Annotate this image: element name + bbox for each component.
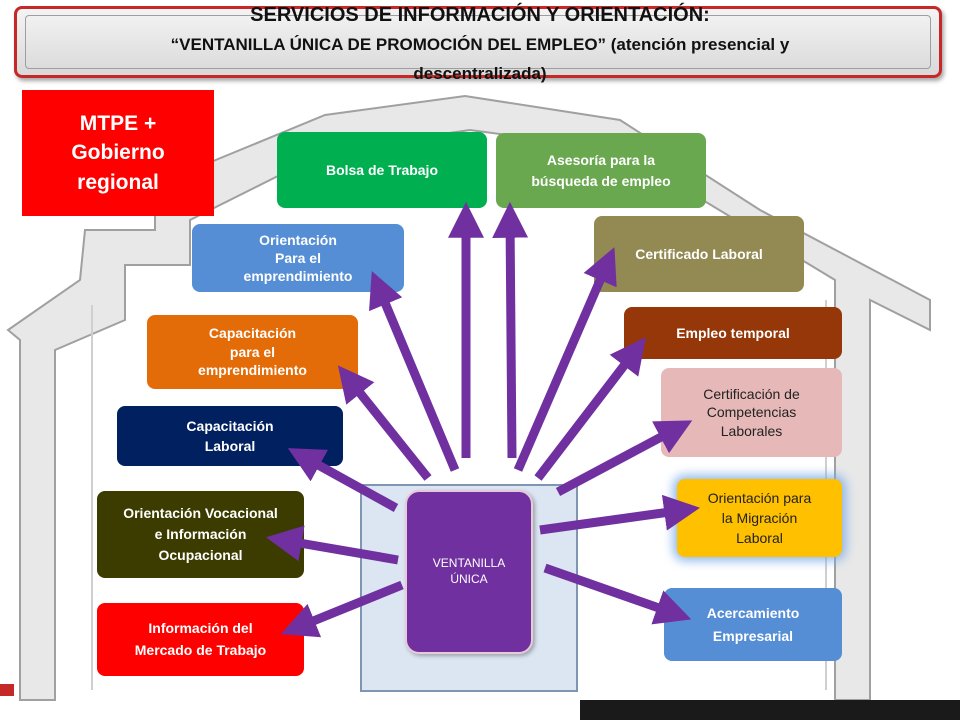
certificado-laboral-box: Certificado Laboral — [594, 216, 804, 292]
bolsa-line-1: Bolsa de Trabajo — [325, 161, 439, 178]
migracion-line-1: Orientación para — [707, 489, 812, 506]
page-subtitle-line-2: descentralizada) — [413, 64, 547, 83]
informacion-line-2: Mercado de Trabajo — [134, 641, 267, 658]
title-banner-inner-border — [25, 15, 931, 69]
orientacion-voc-line-1: Orientación Vocacional — [123, 505, 278, 521]
capacitacion-lab-line-2: Laboral — [204, 438, 256, 454]
certificacion-line-3: Laborales — [720, 422, 783, 439]
acercamiento-empresarial-box: Acercamiento Empresarial — [664, 588, 842, 661]
migracion-line-3: Laboral — [736, 530, 783, 547]
certificacion-competencias-box: Certificación de Competencias Laborales — [661, 368, 842, 457]
informacion-mercado-box: Información del Mercado de Trabajo — [97, 603, 304, 676]
bottom-left-accent — [0, 684, 14, 696]
asesoria-line-2: búsqueda de empleo — [531, 172, 671, 189]
page-title: SERVICIOS DE INFORMACIÓN Y ORIENTACIÓN: — [250, 4, 710, 26]
mtpe-line-2: Gobierno — [71, 141, 165, 165]
capacitacion-emp-line-2: para el — [229, 343, 276, 360]
page-subtitle-line-1: “VENTANILLA ÚNICA DE PROMOCIÓN DEL EMPLE… — [170, 35, 790, 54]
ventanilla-line-2: ÚNICA — [450, 572, 488, 586]
informacion-line-1: Información del — [148, 619, 253, 636]
orientacion-emp-line-3: emprendimiento — [243, 268, 353, 285]
certificado-line-1: Certificado Laboral — [635, 245, 763, 262]
ventanilla-unica-box: VENTANILLA ÚNICA — [405, 490, 533, 654]
capacitacion-laboral-box: Capacitación Laboral — [117, 406, 343, 466]
migracion-line-2: la Migración — [721, 509, 798, 526]
bolsa-de-trabajo-box: Bolsa de Trabajo — [277, 132, 487, 208]
certificacion-line-2: Competencias — [706, 404, 797, 421]
mtpe-line-3: regional — [77, 170, 159, 194]
empleo-temporal-line-1: Empleo temporal — [676, 324, 790, 341]
empleo-temporal-box: Empleo temporal — [624, 307, 842, 359]
orientacion-emp-line-2: Para el — [275, 249, 321, 266]
orientacion-vocacional-box: Orientación Vocacional e Información Ocu… — [97, 491, 304, 578]
asesoria-line-1: Asesoría para la — [546, 152, 656, 169]
asesoria-busqueda-empleo-box: Asesoría para la búsqueda de empleo — [496, 133, 706, 208]
orientacion-voc-line-2: e Información — [154, 526, 247, 542]
acercamiento-line-2: Empresarial — [712, 627, 794, 644]
ventanilla-line-1: VENTANILLA — [432, 556, 506, 571]
orientacion-emprendimiento-box: Orientación Para el emprendimiento — [192, 224, 404, 292]
capacitacion-emp-line-1: Capacitación — [208, 324, 297, 341]
acercamiento-line-1: Acercamiento — [706, 605, 800, 622]
capacitacion-emp-line-3: emprendimiento — [198, 362, 307, 379]
mtpe-line-1: MTPE + — [79, 111, 157, 135]
title-banner — [14, 6, 942, 78]
orientacion-migracion-box: Orientación para la Migración Laboral — [677, 479, 842, 557]
orientacion-voc-line-3: Ocupacional — [158, 547, 243, 563]
orientacion-emp-line-1: Orientación — [259, 231, 337, 248]
certificacion-line-1: Certificación de — [703, 386, 800, 403]
mtpe-gobierno-regional-box: MTPE + Gobierno regional — [22, 90, 214, 216]
bottom-bar — [580, 700, 960, 720]
capacitacion-lab-line-1: Capacitación — [186, 417, 274, 434]
capacitacion-emprendimiento-box: Capacitación para el emprendimiento — [147, 315, 358, 389]
